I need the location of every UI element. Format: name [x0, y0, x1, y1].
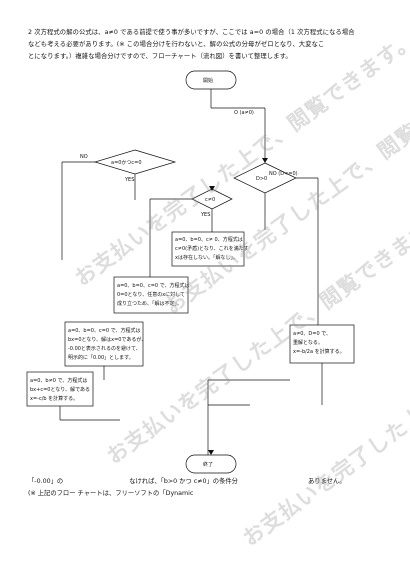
footer-line-2: (※ 上記のフロー チャートは、フリーソフトの「Dynamic	[28, 490, 194, 497]
decision-a-label: O (a≠0)	[234, 110, 254, 116]
yes-label-left: YES	[124, 177, 134, 183]
end-label: 終了	[203, 461, 213, 468]
box-indeterminate	[113, 276, 189, 314]
svg-text:x=-c/b を計算する。: x=-c/b を計算する。	[30, 395, 78, 402]
svg-text:a=0、b≠0 で、方程式は: a=0、b≠0 で、方程式は	[30, 377, 87, 384]
svg-text:0=0となり、任意のxに対して: 0=0となり、任意のxに対して	[117, 291, 185, 298]
svg-text:a=0、b=0、c≠ 0、方程式は: a=0、b=0、c≠ 0、方程式は	[175, 236, 243, 243]
box-linear-text: a=0、b≠0 で、方程式は bx+c=0となり、解である x=-c/b を計算…	[30, 377, 90, 402]
svg-text:成り立つため、「解は不定」。: 成り立つため、「解は不定」。	[117, 300, 182, 307]
svg-text:bx=0となり、解はx=0であるが、: bx=0となり、解はx=0であるが、	[68, 336, 146, 343]
no-label-left: NO	[80, 154, 88, 160]
decision-d-label: D>0	[256, 176, 267, 182]
box-indeterminate-text: a=0、b=0、c=0 で、方程式は 0=0となり、任意のxに対して 成り立つた…	[117, 282, 190, 307]
svg-text:c≠0(矛盾)となり、これを満たす: c≠0(矛盾)となり、これを満たす	[175, 245, 249, 252]
footer-line-1b: なければ、「b>0 かつ c≠0」の条件分	[129, 478, 238, 485]
svg-text:重解となる。: 重解となる。	[293, 339, 323, 346]
svg-text:xは存在しない。「解なし」。: xは存在しない。「解なし」。	[175, 254, 238, 261]
decision-c0-label: c≠0	[205, 197, 215, 203]
box-minus-zero-text: a=0、b=0、c=0 で、方程式は bx=0となり、解はx=0であるが、 -0…	[68, 327, 146, 361]
svg-text:a=0、b=0、c=0 で、方程式は: a=0、b=0、c=0 で、方程式は	[117, 282, 190, 289]
box-no-solution	[171, 231, 245, 267]
svg-text:bx+c=0となり、解である: bx+c=0となり、解である	[30, 386, 90, 393]
intro-line-1: 2 次方程式の解の公式は、a≠0 である前提で使う事が多いですが、ここでは a=…	[28, 29, 355, 36]
footer-line-1a: 「-0.00」の	[28, 478, 64, 485]
svg-text:a=0、b=0、c=0 で、方程式は: a=0、b=0、c=0 で、方程式は	[68, 327, 141, 334]
box-no-solution-text: a=0、b=0、c≠ 0、方程式は c≠0(矛盾)となり、これを満たす xは存在…	[175, 236, 249, 261]
decision-b0c0-label: a=0かつc=0	[111, 159, 142, 166]
no-d-label: NO (D<=0)	[269, 171, 298, 177]
intro-line-2: なども考える必要があります。(※ この場合分けを行わないと、解の公式の分母がゼロ…	[28, 41, 325, 48]
svg-text:-0.00と表示されるのを避けて、: -0.00と表示されるのを避けて、	[68, 345, 141, 352]
intro-line-3: とになります。）複雑な場合分けですので、フローチャート（流れ図）を書いて整理しま…	[28, 53, 292, 60]
svg-text:a≠0、D=0 で、: a≠0、D=0 で、	[293, 331, 331, 337]
svg-text:x=-b/2a を計算する。: x=-b/2a を計算する。	[293, 348, 345, 355]
box-double-root-text: a≠0、D=0 で、 重解となる。 x=-b/2a を計算する。	[293, 331, 345, 355]
footer-line-1: 「-0.00」の なければ、「b>0 かつ c≠0」の条件分 ありません。	[28, 476, 384, 487]
yes-label-c0: YES	[200, 212, 210, 218]
start-label: 開始	[203, 77, 213, 84]
footer-line-1c: ありません。	[308, 478, 346, 485]
svg-text:明示的に「0.00」とします。: 明示的に「0.00」とします。	[68, 354, 134, 361]
